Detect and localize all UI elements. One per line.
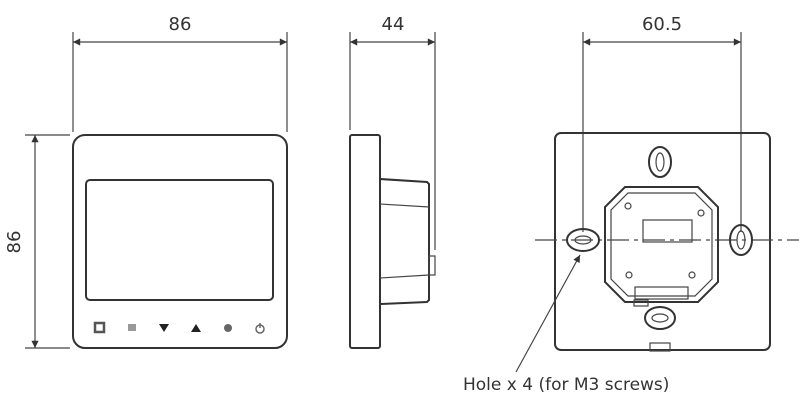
screw-hole-top <box>648 146 672 178</box>
screw-hole-bottom <box>644 306 676 330</box>
front-bezel <box>72 134 288 349</box>
side-body <box>379 178 430 305</box>
menu-icon <box>128 324 136 331</box>
fan-icon <box>93 321 106 334</box>
center-window <box>642 219 693 243</box>
hole-spacing-label: 60.5 <box>642 14 682 35</box>
side-depth-label: 44 <box>382 14 405 35</box>
callout-leader <box>515 254 581 373</box>
mounting-octagon <box>604 186 719 303</box>
side-plate <box>349 134 381 349</box>
power-icon <box>255 323 265 334</box>
back-plate <box>554 132 771 351</box>
callout-text: Hole x 4 (for M3 screws) <box>463 375 669 395</box>
bottom-clip <box>634 286 689 300</box>
side-view: 44 <box>349 14 436 349</box>
side-tab <box>428 255 436 276</box>
screw-hole-left <box>566 228 600 252</box>
screw-hole-right <box>729 224 753 256</box>
front-view: 86 86 <box>4 14 288 349</box>
mode-icon <box>224 324 232 332</box>
display-screen <box>85 179 274 301</box>
down-arrow-icon <box>159 324 169 332</box>
front-height-label: 86 <box>4 231 25 254</box>
up-arrow-icon <box>191 324 201 332</box>
back-view: 60.5 <box>535 14 799 352</box>
front-width-label: 86 <box>169 14 192 35</box>
